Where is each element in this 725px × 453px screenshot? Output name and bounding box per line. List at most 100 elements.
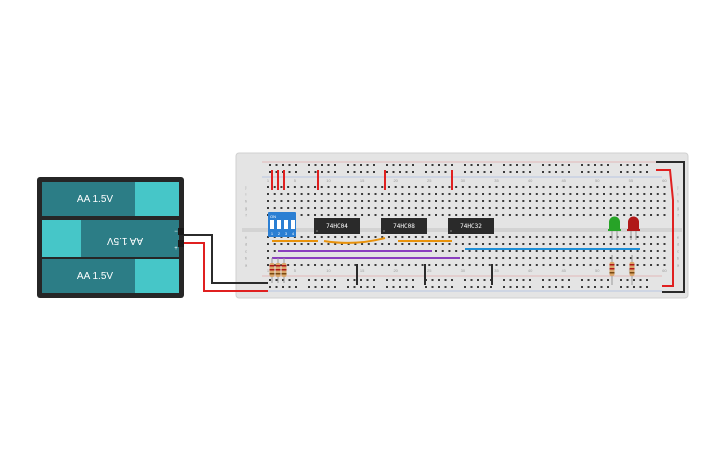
breadboard-hole[interactable] xyxy=(594,279,596,281)
breadboard-hole[interactable] xyxy=(314,193,317,195)
breadboard-hole[interactable] xyxy=(629,214,632,216)
breadboard-hole[interactable] xyxy=(620,171,622,173)
breadboard-hole[interactable] xyxy=(300,214,303,216)
breadboard-hole[interactable] xyxy=(636,207,639,209)
breadboard-hole[interactable] xyxy=(408,186,411,188)
breadboard-hole[interactable] xyxy=(482,200,485,202)
breadboard-hole[interactable] xyxy=(643,193,646,195)
breadboard-hole[interactable] xyxy=(629,250,632,252)
breadboard-hole[interactable] xyxy=(300,243,303,245)
breadboard-hole[interactable] xyxy=(650,200,653,202)
breadboard-hole[interactable] xyxy=(555,214,558,216)
breadboard-hole[interactable] xyxy=(482,186,485,188)
breadboard-hole[interactable] xyxy=(482,207,485,209)
breadboard-hole[interactable] xyxy=(515,236,518,238)
breadboard-hole[interactable] xyxy=(269,279,271,281)
breadboard-hole[interactable] xyxy=(455,214,458,216)
breadboard-hole[interactable] xyxy=(495,214,498,216)
breadboard-hole[interactable] xyxy=(495,193,498,195)
breadboard-hole[interactable] xyxy=(280,193,283,195)
breadboard-hole[interactable] xyxy=(468,193,471,195)
breadboard-hole[interactable] xyxy=(300,186,303,188)
breadboard-hole[interactable] xyxy=(477,279,479,281)
breadboard-hole[interactable] xyxy=(639,286,642,288)
breadboard-hole[interactable] xyxy=(470,164,473,166)
breadboard-hole[interactable] xyxy=(267,250,269,252)
breadboard-hole[interactable] xyxy=(448,236,451,238)
breadboard-hole[interactable] xyxy=(542,200,545,202)
breadboard-hole[interactable] xyxy=(340,236,343,238)
breadboard-hole[interactable] xyxy=(656,250,659,252)
breadboard-hole[interactable] xyxy=(461,186,464,188)
breadboard-hole[interactable] xyxy=(522,236,525,238)
breadboard-hole[interactable] xyxy=(535,236,538,238)
breadboard-hole[interactable] xyxy=(581,286,583,288)
breadboard-hole[interactable] xyxy=(455,186,458,188)
breadboard-hole[interactable] xyxy=(626,171,629,173)
breadboard-hole[interactable] xyxy=(589,207,592,209)
breadboard-hole[interactable] xyxy=(607,279,609,281)
breadboard-hole[interactable] xyxy=(555,207,558,209)
breadboard-hole[interactable] xyxy=(475,200,478,202)
breadboard-hole[interactable] xyxy=(401,214,404,216)
breadboard-hole[interactable] xyxy=(522,207,525,209)
breadboard-hole[interactable] xyxy=(334,186,337,188)
breadboard-hole[interactable] xyxy=(455,200,458,202)
breadboard-hole[interactable] xyxy=(461,200,464,202)
breadboard-hole[interactable] xyxy=(643,186,646,188)
breadboard-hole[interactable] xyxy=(408,243,411,245)
breadboard-hole[interactable] xyxy=(503,279,505,281)
breadboard-hole[interactable] xyxy=(421,193,424,195)
breadboard-hole[interactable] xyxy=(488,186,491,188)
breadboard-hole[interactable] xyxy=(509,286,512,288)
breadboard-hole[interactable] xyxy=(381,200,384,202)
breadboard-hole[interactable] xyxy=(522,214,525,216)
orange-wire[interactable] xyxy=(323,237,386,244)
breadboard-hole[interactable] xyxy=(600,279,603,281)
breadboard-hole[interactable] xyxy=(381,207,384,209)
breadboard-hole[interactable] xyxy=(643,257,646,259)
breadboard-hole[interactable] xyxy=(412,286,414,288)
breadboard-hole[interactable] xyxy=(616,264,619,266)
breadboard-hole[interactable] xyxy=(435,243,437,245)
breadboard-hole[interactable] xyxy=(360,286,362,288)
battery-pack[interactable]: AA 1.5V AA 1.5V AA 1.5V − + xyxy=(37,177,184,298)
breadboard-hole[interactable] xyxy=(562,236,565,238)
breadboard-hole[interactable] xyxy=(387,200,390,202)
breadboard-hole[interactable] xyxy=(542,279,544,281)
breadboard-hole[interactable] xyxy=(488,214,491,216)
breadboard-hole[interactable] xyxy=(616,257,619,259)
breadboard-hole[interactable] xyxy=(495,264,498,266)
breadboard-hole[interactable] xyxy=(650,207,653,209)
breadboard-hole[interactable] xyxy=(633,171,635,173)
breadboard-hole[interactable] xyxy=(656,236,659,238)
breadboard-hole[interactable] xyxy=(307,214,310,216)
breadboard-hole[interactable] xyxy=(347,214,350,216)
breadboard-hole[interactable] xyxy=(408,214,411,216)
breadboard-hole[interactable] xyxy=(464,286,466,288)
breadboard-hole[interactable] xyxy=(542,257,545,259)
breadboard-hole[interactable] xyxy=(387,207,390,209)
resistor[interactable] xyxy=(275,258,281,283)
breadboard-hole[interactable] xyxy=(636,257,639,259)
breadboard-hole[interactable] xyxy=(295,164,297,166)
breadboard-hole[interactable] xyxy=(293,193,296,195)
breadboard-hole[interactable] xyxy=(616,214,619,216)
breadboard-hole[interactable] xyxy=(535,257,538,259)
breadboard-hole[interactable] xyxy=(287,243,290,245)
breadboard-hole[interactable] xyxy=(280,207,283,209)
breadboard-hole[interactable] xyxy=(361,200,364,202)
breadboard-hole[interactable] xyxy=(636,200,639,202)
breadboard-hole[interactable] xyxy=(321,279,323,281)
breadboard-hole[interactable] xyxy=(461,250,464,252)
breadboard-hole[interactable] xyxy=(354,207,357,209)
breadboard-hole[interactable] xyxy=(587,286,590,288)
breadboard-hole[interactable] xyxy=(347,164,349,166)
breadboard-hole[interactable] xyxy=(394,264,397,266)
breadboard-hole[interactable] xyxy=(562,243,565,245)
battery-leads[interactable] xyxy=(184,234,268,292)
breadboard-hole[interactable] xyxy=(589,214,592,216)
breadboard-hole[interactable] xyxy=(522,264,525,266)
breadboard-hole[interactable] xyxy=(603,236,605,238)
